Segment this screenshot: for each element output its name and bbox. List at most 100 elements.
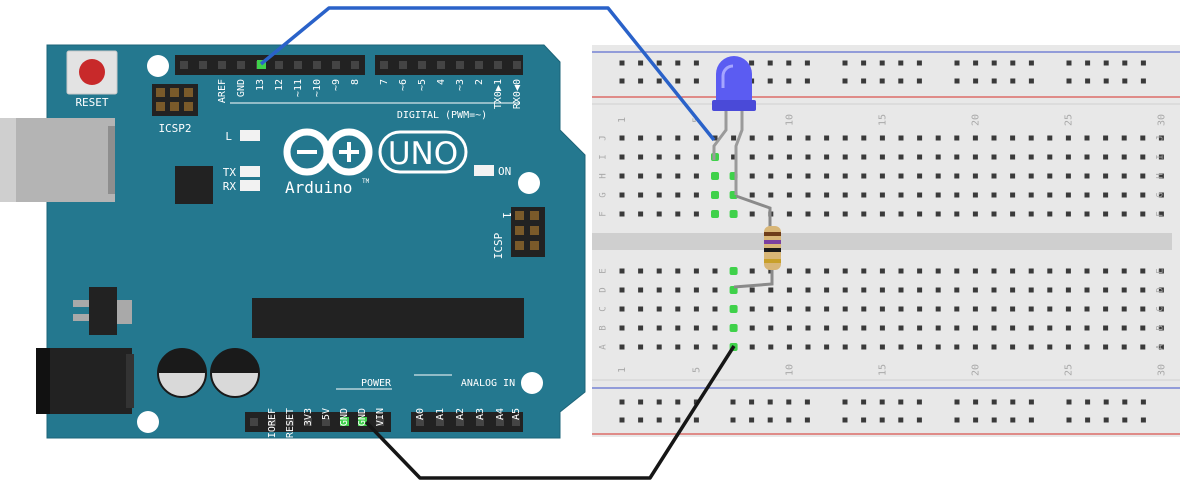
row-letter: F <box>599 211 609 216</box>
breadboard-hole <box>1065 192 1071 198</box>
reset-button[interactable] <box>66 50 118 95</box>
analog-pin-label: A1 <box>435 408 446 420</box>
rail-hole <box>693 417 699 423</box>
resistor <box>733 194 781 289</box>
breadboard-hole <box>693 211 699 217</box>
breadboard-hole <box>824 154 830 160</box>
breadboard-hole <box>954 287 960 293</box>
breadboard-hole <box>786 268 792 274</box>
breadboard-hole <box>898 287 904 293</box>
breadboard-hole <box>842 287 848 293</box>
breadboard-hole <box>768 344 774 350</box>
breadboard-hole <box>619 135 625 141</box>
breadboard-hole <box>619 154 625 160</box>
breadboard-hole <box>917 325 923 331</box>
breadboard-hole <box>1047 287 1053 293</box>
rail-hole <box>1028 60 1034 66</box>
breadboard-hole <box>991 306 997 312</box>
rail-hole <box>1010 60 1016 66</box>
icsp2-label: ICSP2 <box>158 122 191 135</box>
breadboard-hole <box>1047 192 1053 198</box>
header-pin <box>515 226 524 235</box>
breadboard-hole <box>1010 154 1016 160</box>
digital-header-label: DIGITAL (PWM=~) <box>397 110 487 121</box>
uno-label: UNO <box>388 136 458 172</box>
column-number: 1 <box>617 117 628 123</box>
column-number: 10 <box>784 114 795 126</box>
breadboard-hole <box>1028 192 1034 198</box>
breadboard-hole <box>861 192 867 198</box>
rail-hole <box>675 399 681 405</box>
rail-hole <box>638 78 644 84</box>
column-number: 30 <box>1156 364 1167 376</box>
breadboard-hole <box>935 135 941 141</box>
breadboard-hole <box>768 325 774 331</box>
breadboard-hole <box>1047 325 1053 331</box>
rail-hole <box>916 78 922 84</box>
rail-hole <box>638 417 644 423</box>
breadboard-hole <box>842 325 848 331</box>
breadboard-hole <box>805 192 811 198</box>
led-on-label: ON <box>498 165 511 178</box>
breadboard-holes <box>619 60 1164 423</box>
column-number: 25 <box>1063 364 1074 376</box>
breadboard-hole <box>824 306 830 312</box>
breadboard-hole <box>991 135 997 141</box>
breadboard-hole <box>1121 135 1127 141</box>
breadboard-hole <box>1084 344 1090 350</box>
header-pin <box>515 211 524 220</box>
header-socket <box>476 418 484 426</box>
led-rx-label: RX <box>223 180 237 193</box>
breadboard-hole <box>693 325 699 331</box>
pin-label-aref: AREF <box>217 79 228 103</box>
rail-hole <box>638 60 644 66</box>
breadboard-hole <box>619 192 625 198</box>
breadboard-hole <box>768 135 774 141</box>
breadboard-hole <box>1140 306 1146 312</box>
rail-hole <box>656 60 662 66</box>
breadboard-hole <box>1065 268 1071 274</box>
breadboard-hole <box>749 135 755 141</box>
breadboard-hole <box>805 268 811 274</box>
header-socket <box>304 418 312 426</box>
breadboard-hole <box>1065 325 1071 331</box>
breadboard-hole <box>972 192 978 198</box>
row-letter: A <box>1156 344 1166 350</box>
digital-header-left <box>175 55 365 75</box>
blue-led <box>712 56 756 195</box>
breadboard-hole <box>1084 154 1090 160</box>
breadboard-hole <box>1158 211 1164 217</box>
breadboard-hole <box>731 154 737 160</box>
header-socket <box>286 418 294 426</box>
breadboard-hole <box>842 154 848 160</box>
header-socket <box>380 61 388 69</box>
breadboard-hole <box>1121 173 1127 179</box>
rail-hole <box>954 78 960 84</box>
breadboard-hole <box>675 325 681 331</box>
breadboard-hole <box>824 173 830 179</box>
breadboard-hole <box>917 135 923 141</box>
row-letter: J <box>1156 135 1166 140</box>
rail-hole <box>842 417 848 423</box>
signal-wire-pin13 <box>259 6 716 142</box>
breadboard-hole <box>972 211 978 217</box>
header-socket <box>436 418 444 426</box>
breadboard-hole <box>842 211 848 217</box>
breadboard-hole <box>917 192 923 198</box>
breadboard-hole <box>768 192 774 198</box>
breadboard-hole <box>954 192 960 198</box>
rail-hole <box>842 399 848 405</box>
breadboard-hole <box>879 135 885 141</box>
breadboard-hole <box>861 287 867 293</box>
rail-hole <box>675 417 681 423</box>
breadboard-hole <box>1140 135 1146 141</box>
rail-hole <box>954 399 960 405</box>
breadboard-hole <box>861 173 867 179</box>
breadboard-hole <box>749 173 755 179</box>
reset-button-cap[interactable] <box>79 59 105 85</box>
breadboard-hole <box>1121 325 1127 331</box>
rail-hole <box>861 417 867 423</box>
